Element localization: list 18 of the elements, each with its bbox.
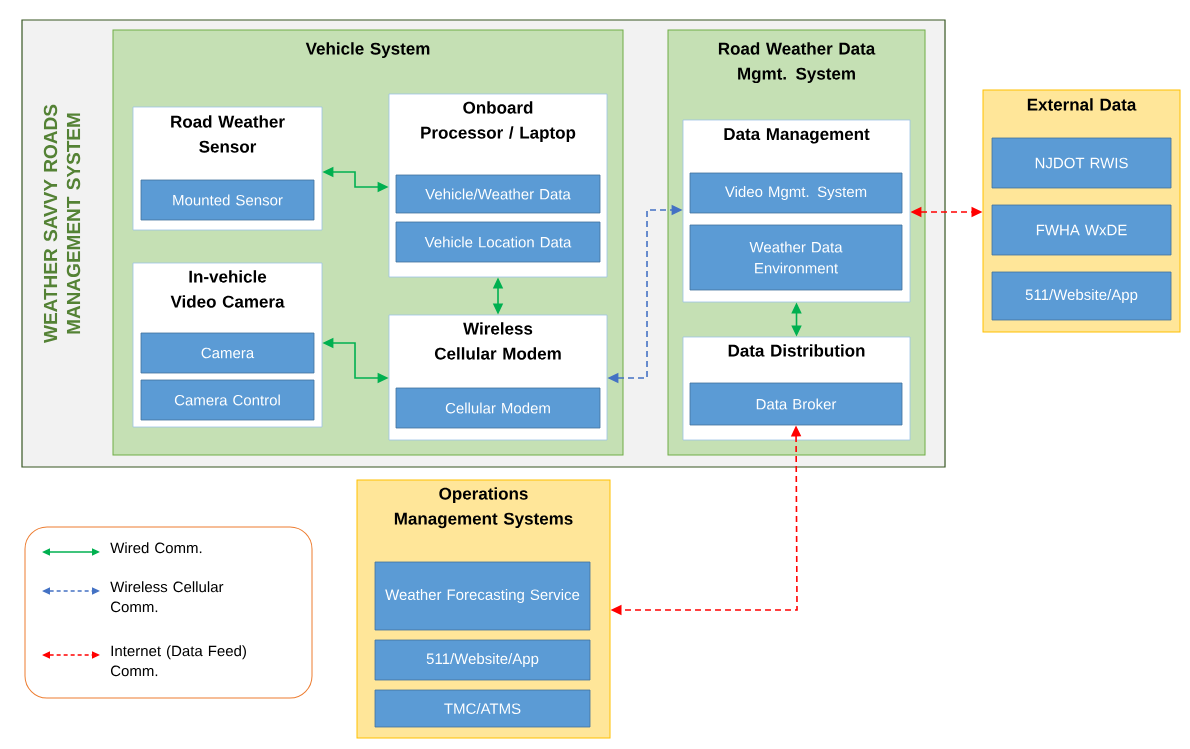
legend-text: Internet (Data Feed) Comm. [110,645,246,677]
function-box: Vehicle Location Data [395,221,601,263]
function-box: Weather Data Environment [689,224,903,291]
legend-text: Wired Comm. [110,542,202,554]
function-box: Camera Control [140,379,315,421]
function-box: FWHA WxDE [991,204,1172,256]
function-box: Data Broker [689,382,903,426]
function-box: 511/Website/App [374,639,591,681]
function-box: Camera [140,332,315,374]
legend-text: Wireless Cellular Comm. [110,581,224,613]
function-box: TMC/ATMS [374,689,591,728]
function-box: 511/Website/App [991,271,1172,321]
function-box: Mounted Sensor [140,179,315,221]
function-box: NJDOT RWIS [991,137,1172,189]
function-box: Cellular Modem [395,387,601,429]
function-box: Video Mgmt. System [689,172,903,214]
function-box: Vehicle/Weather Data [395,174,601,214]
function-box: Weather Forecasting Service [374,561,591,631]
